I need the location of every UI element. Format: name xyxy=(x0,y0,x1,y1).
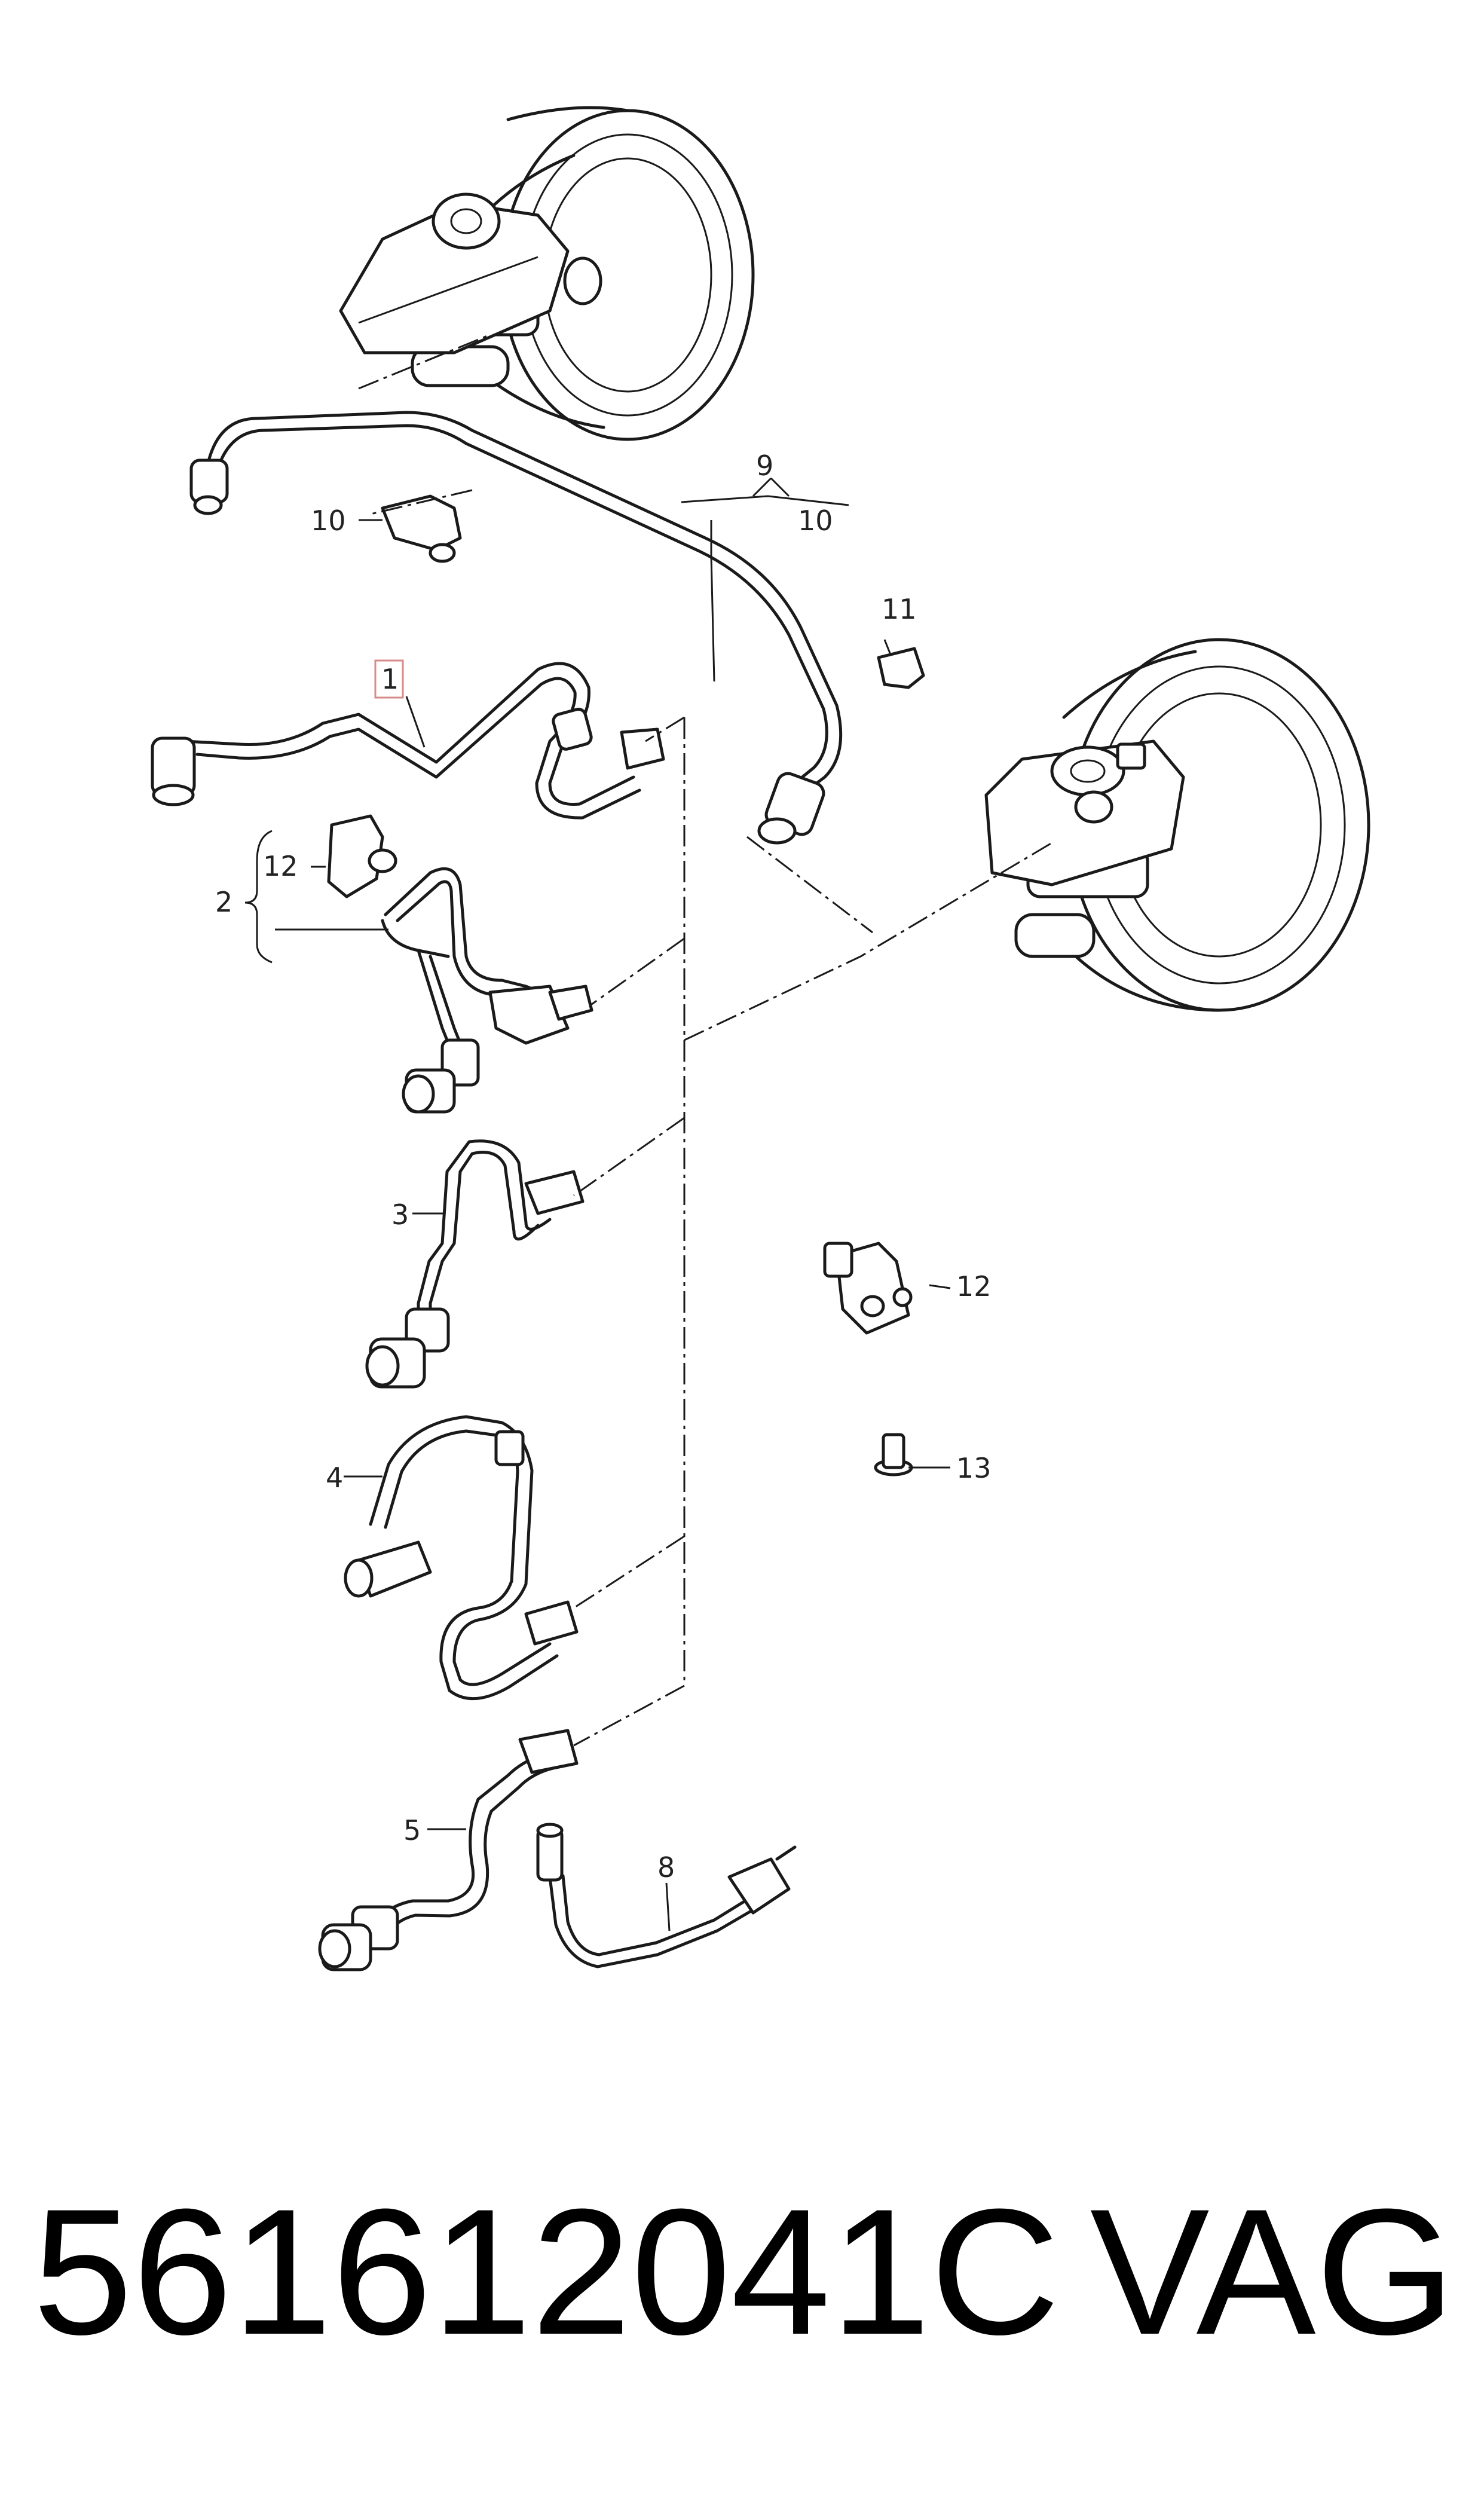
vacuum-hose-1 xyxy=(151,659,665,820)
label-part-12-right: 12 xyxy=(956,1270,992,1303)
label-part-10-top: 10 xyxy=(311,505,346,537)
part-number: 561612041C xyxy=(33,2171,1060,2372)
label-part-10-group: 10 xyxy=(798,505,833,537)
label-part-11: 11 xyxy=(882,593,917,625)
label-part-5: 5 xyxy=(403,1814,421,1847)
label-part-2: 2 xyxy=(215,886,232,918)
label-part-4: 4 xyxy=(326,1462,343,1494)
vacuum-hose-4 xyxy=(344,1415,579,1701)
label-part-13: 13 xyxy=(956,1452,992,1484)
clip-10 xyxy=(381,494,462,563)
leader-lines xyxy=(244,477,951,1931)
brand-name: VAG xyxy=(1090,2171,1455,2372)
label-part-8: 8 xyxy=(657,1851,675,1884)
label-part-12-group: 12 xyxy=(263,850,298,882)
brake-booster-top xyxy=(339,106,755,441)
part-labels: 1 2 3 4 5 8 9 10 10 11 12 12 13 xyxy=(215,450,992,1884)
bolt-13 xyxy=(874,1433,913,1476)
label-part-3: 3 xyxy=(391,1199,409,1231)
vacuum-line-8 xyxy=(536,1823,797,1968)
vacuum-hose-9 xyxy=(189,411,843,845)
label-part-1: 1 xyxy=(381,663,399,695)
part-number-caption: 561612041C VAG xyxy=(33,2164,1455,2379)
vacuum-hose-5 xyxy=(318,1729,579,1971)
pressure-sensor-12 xyxy=(823,1242,913,1335)
label-part-9: 9 xyxy=(756,450,773,482)
vacuum-hose-2 xyxy=(327,814,593,1114)
brake-booster-right xyxy=(984,638,1370,1012)
highlight-box-part-1 xyxy=(374,659,404,699)
reference-lines xyxy=(358,334,1052,1747)
clip-11 xyxy=(877,647,925,689)
vacuum-hose-3 xyxy=(365,1139,585,1389)
